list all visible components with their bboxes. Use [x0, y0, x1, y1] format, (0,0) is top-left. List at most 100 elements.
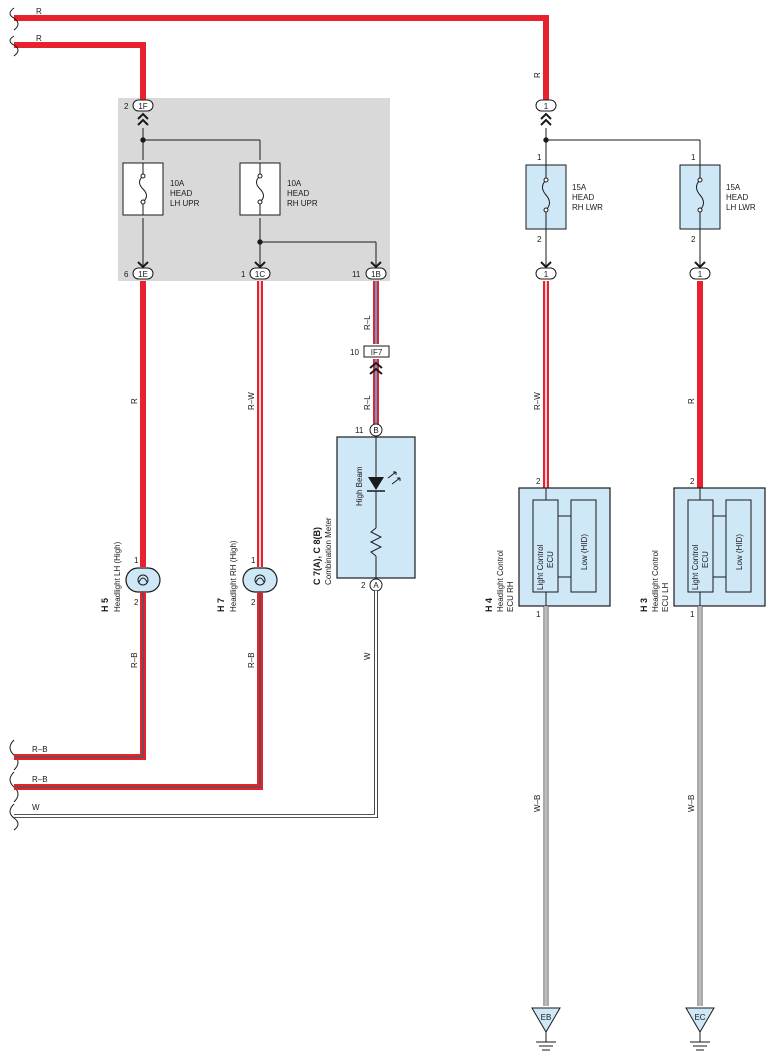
right-connector-rh: 1 [535, 261, 557, 280]
svg-text:ECU: ECU [546, 551, 555, 568]
connector-1b: 1B 11 [352, 261, 387, 280]
svg-text:RH LWR: RH LWR [572, 203, 603, 212]
wire-label-meter-rl2: R–L [363, 395, 372, 410]
svg-text:11: 11 [352, 270, 361, 279]
svg-text:EB: EB [541, 1013, 552, 1022]
meter-inner-label: High Beam [355, 466, 364, 506]
top-red-wires: R R R [14, 7, 549, 100]
fuse-rh-upr-amp: 10A [287, 179, 302, 188]
fuse-rh-upr-l2: RH UPR [287, 199, 318, 208]
svg-text:2: 2 [691, 235, 696, 244]
svg-text:1: 1 [698, 270, 703, 279]
svg-text:15A: 15A [572, 183, 587, 192]
fuse-head-rh-lwr: 1 2 15A HEAD RH LWR [525, 153, 603, 244]
svg-text:2: 2 [251, 598, 256, 607]
h4-name1: Headlight Control [496, 550, 505, 612]
junction-internal [140, 128, 377, 266]
wire-label-ecu-rh-rw: R–W [533, 392, 542, 410]
wire-label-rh-rb: R–B [247, 652, 256, 668]
svg-text:ECU: ECU [701, 551, 710, 568]
svg-text:1: 1 [691, 153, 696, 162]
svg-text:Low (HID): Low (HID) [735, 534, 744, 570]
wire-rh-rw: R–W [247, 281, 263, 567]
svg-text:11: 11 [355, 426, 364, 435]
ground-ec: EC [685, 1007, 715, 1051]
svg-text:Light Control: Light Control [536, 544, 545, 590]
svg-text:2: 2 [690, 477, 695, 486]
wire-lh-rb: R–B R–B [14, 592, 146, 760]
wire-label-ecu-rh-wb: W–B [533, 795, 542, 812]
connector-1c: 1C 1 [241, 261, 271, 280]
wire-label-ecu-lh-wb: W–B [687, 795, 696, 812]
svg-text:6: 6 [124, 270, 129, 279]
right-internal-wires [543, 128, 701, 266]
svg-text:1E: 1E [138, 270, 148, 279]
wire-ecu-rh-rw: R–W [533, 281, 549, 488]
fuse-head-rh-upr: 10A HEAD RH UPR [239, 162, 318, 216]
svg-text:1: 1 [536, 610, 541, 619]
svg-text:1: 1 [544, 102, 549, 111]
wire-label-ecu-lh-r: R [687, 398, 696, 404]
svg-text:A: A [373, 581, 379, 590]
svg-text:HEAD: HEAD [572, 193, 594, 202]
connector-1e: 1E 6 [124, 261, 154, 280]
wire-label-lh-rb: R–B [130, 652, 139, 668]
svg-text:1: 1 [241, 270, 246, 279]
svg-text:EC: EC [694, 1013, 705, 1022]
svg-text:2: 2 [124, 102, 129, 111]
svg-text:2: 2 [537, 235, 542, 244]
svg-text:1: 1 [690, 610, 695, 619]
h3-name2: ECU LH [661, 582, 670, 612]
fuse-lh-upr-l2: LH UPR [170, 199, 200, 208]
wire-label-bot-rb2: R–B [32, 775, 48, 784]
headlight-rh-high: 1 2 H 7 Headlight RH (High) [216, 540, 278, 612]
wire-label-rh-rw: R–W [247, 392, 256, 410]
connector-if7: IF7 10 [350, 345, 390, 375]
wire-ecu-lh-r: R [687, 281, 703, 488]
wire-ecu-rh-wb: W–B [533, 606, 549, 1006]
svg-text:LH LWR: LH LWR [726, 203, 756, 212]
meter-code: C 7(A), C 8(B) [312, 527, 322, 585]
right-connector-top: 1 [535, 99, 557, 126]
wire-meter-w: W W [14, 591, 378, 818]
h4-name2: ECU RH [506, 581, 515, 612]
fuse-lh-upr-l1: HEAD [170, 189, 192, 198]
fuse-rh-upr-l1: HEAD [287, 189, 309, 198]
wire-label-lh-r: R [130, 398, 139, 404]
continuation-marks [9, 7, 19, 831]
combination-meter: 11 B High Beam A 2 C 7(A), C 8(B) Combin… [312, 423, 416, 592]
h5-code: H 5 [100, 598, 110, 612]
h5-name: Headlight LH (High) [113, 541, 122, 612]
wire-label-top-r1: R [36, 7, 42, 16]
svg-text:Light Control: Light Control [691, 544, 700, 590]
svg-text:1: 1 [251, 556, 256, 565]
ground-eb: EB [531, 1007, 561, 1051]
svg-text:1: 1 [134, 556, 139, 565]
svg-text:1: 1 [544, 270, 549, 279]
meter-name: Combination Meter [324, 517, 333, 585]
wire-label-bot-w: W [32, 803, 40, 812]
svg-text:1: 1 [537, 153, 542, 162]
wire-ecu-lh-wb: W–B [687, 606, 703, 1006]
wire-rh-rb: R–B R–B [14, 592, 263, 790]
h4-code: H 4 [484, 598, 494, 612]
svg-text:HEAD: HEAD [726, 193, 748, 202]
wire-label-meter-rl1: R–L [363, 315, 372, 330]
wire-label-bot-rb1: R–B [32, 745, 48, 754]
svg-text:10: 10 [350, 348, 359, 357]
h3-name1: Headlight Control [651, 550, 660, 612]
h7-name: Headlight RH (High) [229, 540, 238, 612]
h3-code: H 3 [639, 598, 649, 612]
fuse-head-lh-lwr: 1 2 15A HEAD LH LWR [679, 153, 756, 244]
fuse-head-lh-upr: 10A HEAD LH UPR [122, 162, 200, 216]
headlight-lh-high: 1 2 H 5 Headlight LH (High) [100, 541, 161, 612]
svg-text:IF7: IF7 [371, 348, 383, 357]
svg-text:B: B [373, 426, 378, 435]
headlight-control-ecu-lh: 2 Light Control ECU Low (HID) 1 H 3 Head… [639, 477, 766, 619]
wire-label-top-r2: R [36, 34, 42, 43]
wire-label-right-r: R [533, 72, 542, 78]
wire-label-meter-w: W [363, 652, 372, 660]
right-connector-lh: 1 [689, 261, 711, 280]
svg-text:15A: 15A [726, 183, 741, 192]
